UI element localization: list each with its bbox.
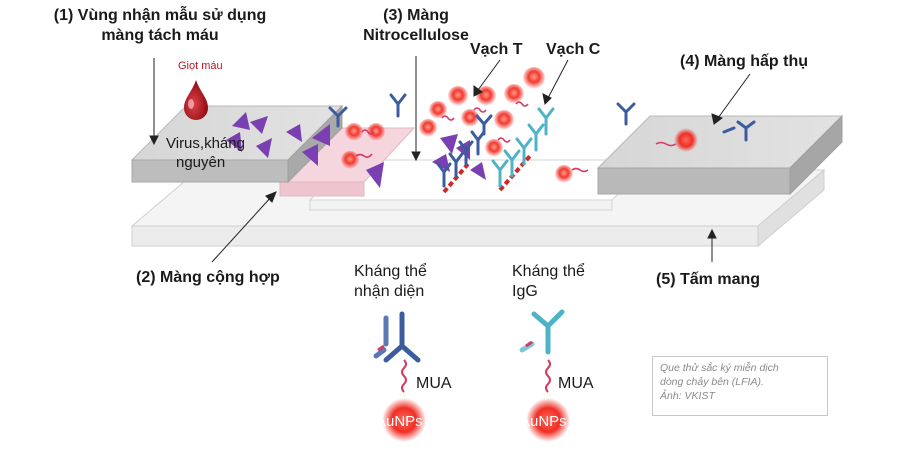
label-conjugate: (2) Màng cộng hợp: [136, 269, 280, 286]
caption-line1: Que thử sắc ký miễn dịch: [660, 362, 779, 374]
label-sample-zone-line2: màng tách máu: [101, 27, 219, 44]
label-line-t: Vạch T: [470, 41, 523, 58]
leader-lines: [149, 56, 751, 263]
blood-drop-icon: [184, 80, 208, 120]
legend-igg-label: Kháng thể IgG: [512, 262, 585, 302]
label-sample-zone-line1: (1) Vùng nhận mẫu sử dụng: [53, 7, 267, 24]
label-nitrocellulose: (3) Màng Nitrocellulose: [336, 6, 496, 46]
caption-line3: Ảnh: VKIST: [660, 390, 715, 402]
absorbent-pad: [596, 114, 844, 196]
label-backing: (5) Tấm mang: [656, 271, 761, 288]
label-antigen: Virus,kháng nguyên: [166, 134, 245, 172]
caption-line2: dòng chảy bên (LFIA).: [660, 376, 764, 388]
label-antigen-line2: nguyên: [176, 154, 226, 171]
legend-igg-line1: Kháng thể: [512, 263, 585, 280]
mua-linkers: [355, 101, 677, 173]
label-line-c: Vạch C: [546, 41, 601, 58]
free-antibodies: [328, 93, 756, 142]
gold-nanoparticles: [341, 67, 698, 183]
legend-aunps-igg: AuNPs: [520, 413, 567, 430]
label-blood-drop: Giọt máu: [178, 60, 223, 72]
test-line-t: [436, 130, 486, 194]
legend-detection-antibody: [373, 311, 426, 442]
label-absorbent: (4) Màng hấp thụ: [680, 53, 808, 70]
legend-igg-antibody: [519, 309, 570, 442]
label-sample-zone: (1) Vùng nhận mẫu sử dụng màng tách máu: [40, 6, 280, 46]
antigen-triangles: [226, 112, 486, 188]
label-nitrocellulose-line2: Nitrocellulose: [363, 27, 469, 44]
sample-pad: [130, 104, 344, 184]
legend-detection-line1: Kháng thể: [354, 263, 427, 280]
control-line-c: [491, 107, 555, 192]
legend-detection-line2: nhận diện: [354, 283, 425, 300]
legend-aunps-detection: AuNPs: [376, 413, 423, 430]
label-nitrocellulose-line1: (3) Màng: [383, 7, 449, 24]
legend-igg-line2: IgG: [512, 283, 538, 300]
caption-box: Que thử sắc ký miễn dịch dòng chảy bên (…: [652, 356, 828, 416]
legend-detection-label: Kháng thể nhận diện: [354, 262, 427, 302]
legend-mua-detection: MUA: [416, 375, 452, 392]
legend-mua-igg: MUA: [558, 375, 594, 392]
label-antigen-line1: Virus,kháng: [166, 135, 245, 152]
